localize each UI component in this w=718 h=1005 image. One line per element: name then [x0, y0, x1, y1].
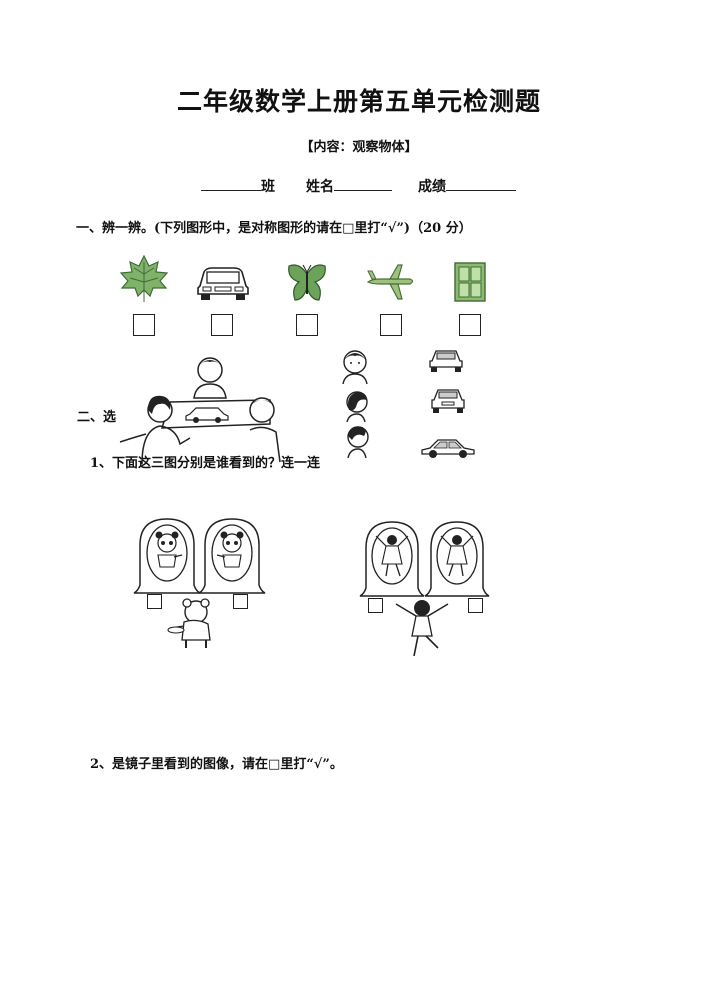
answer-box-panda-left[interactable] [147, 594, 162, 609]
page-subtitle: 【内容：观察物体】 [300, 140, 418, 155]
section1-instruction: 一、辨一辨。(下列图形中，是对称图形的请在□里打“√”)（20 分） [76, 221, 472, 236]
car-view-front [428, 347, 464, 377]
car-icon [194, 262, 252, 306]
mirror-left-girl-2 [359, 518, 425, 602]
class-label: 班 [261, 179, 275, 195]
car-view-side [420, 436, 476, 464]
mirror-right-girl-2 [424, 518, 490, 602]
butterfly-icon [287, 262, 327, 308]
girl-side-view [343, 390, 371, 426]
mirror-right-panda-1 [198, 515, 266, 599]
class-field: 班 [201, 176, 275, 196]
boy-side-view [344, 424, 372, 462]
name-field: 姓名 [306, 176, 392, 196]
question-2: 2、是镜子里看到的图像，请在□里打“√”。 [90, 757, 343, 772]
car-view-back [430, 386, 466, 418]
boy-front-view [340, 348, 370, 388]
section2-heading: 二、选 [77, 410, 117, 425]
score-blank[interactable] [446, 176, 516, 191]
answer-box-butterfly[interactable] [296, 314, 318, 336]
panda-back-figure [166, 598, 226, 654]
window-icon [454, 262, 486, 306]
table-scene-illustration [119, 354, 290, 470]
name-blank[interactable] [334, 176, 392, 191]
answer-box-girl-left[interactable] [368, 598, 383, 613]
answer-box-panda-right[interactable] [233, 594, 248, 609]
name-label: 姓名 [306, 179, 334, 195]
answer-box-girl-right[interactable] [468, 598, 483, 613]
class-blank[interactable] [201, 176, 261, 191]
answer-box-car[interactable] [211, 314, 233, 336]
answer-box-window[interactable] [459, 314, 481, 336]
score-field: 成绩 [418, 176, 516, 196]
answer-box-airplane[interactable] [380, 314, 402, 336]
mirror-left-panda-1 [133, 515, 201, 599]
score-label: 成绩 [418, 179, 446, 195]
girl-back-figure [394, 596, 450, 664]
question-1: 1、下面这三图分别是谁看到的？连一连 [90, 456, 321, 471]
page-title: 二年级数学上册第五单元检测题 [176, 87, 541, 116]
leaf-icon [118, 254, 170, 308]
airplane-icon [366, 263, 416, 305]
answer-box-leaf[interactable] [133, 314, 155, 336]
